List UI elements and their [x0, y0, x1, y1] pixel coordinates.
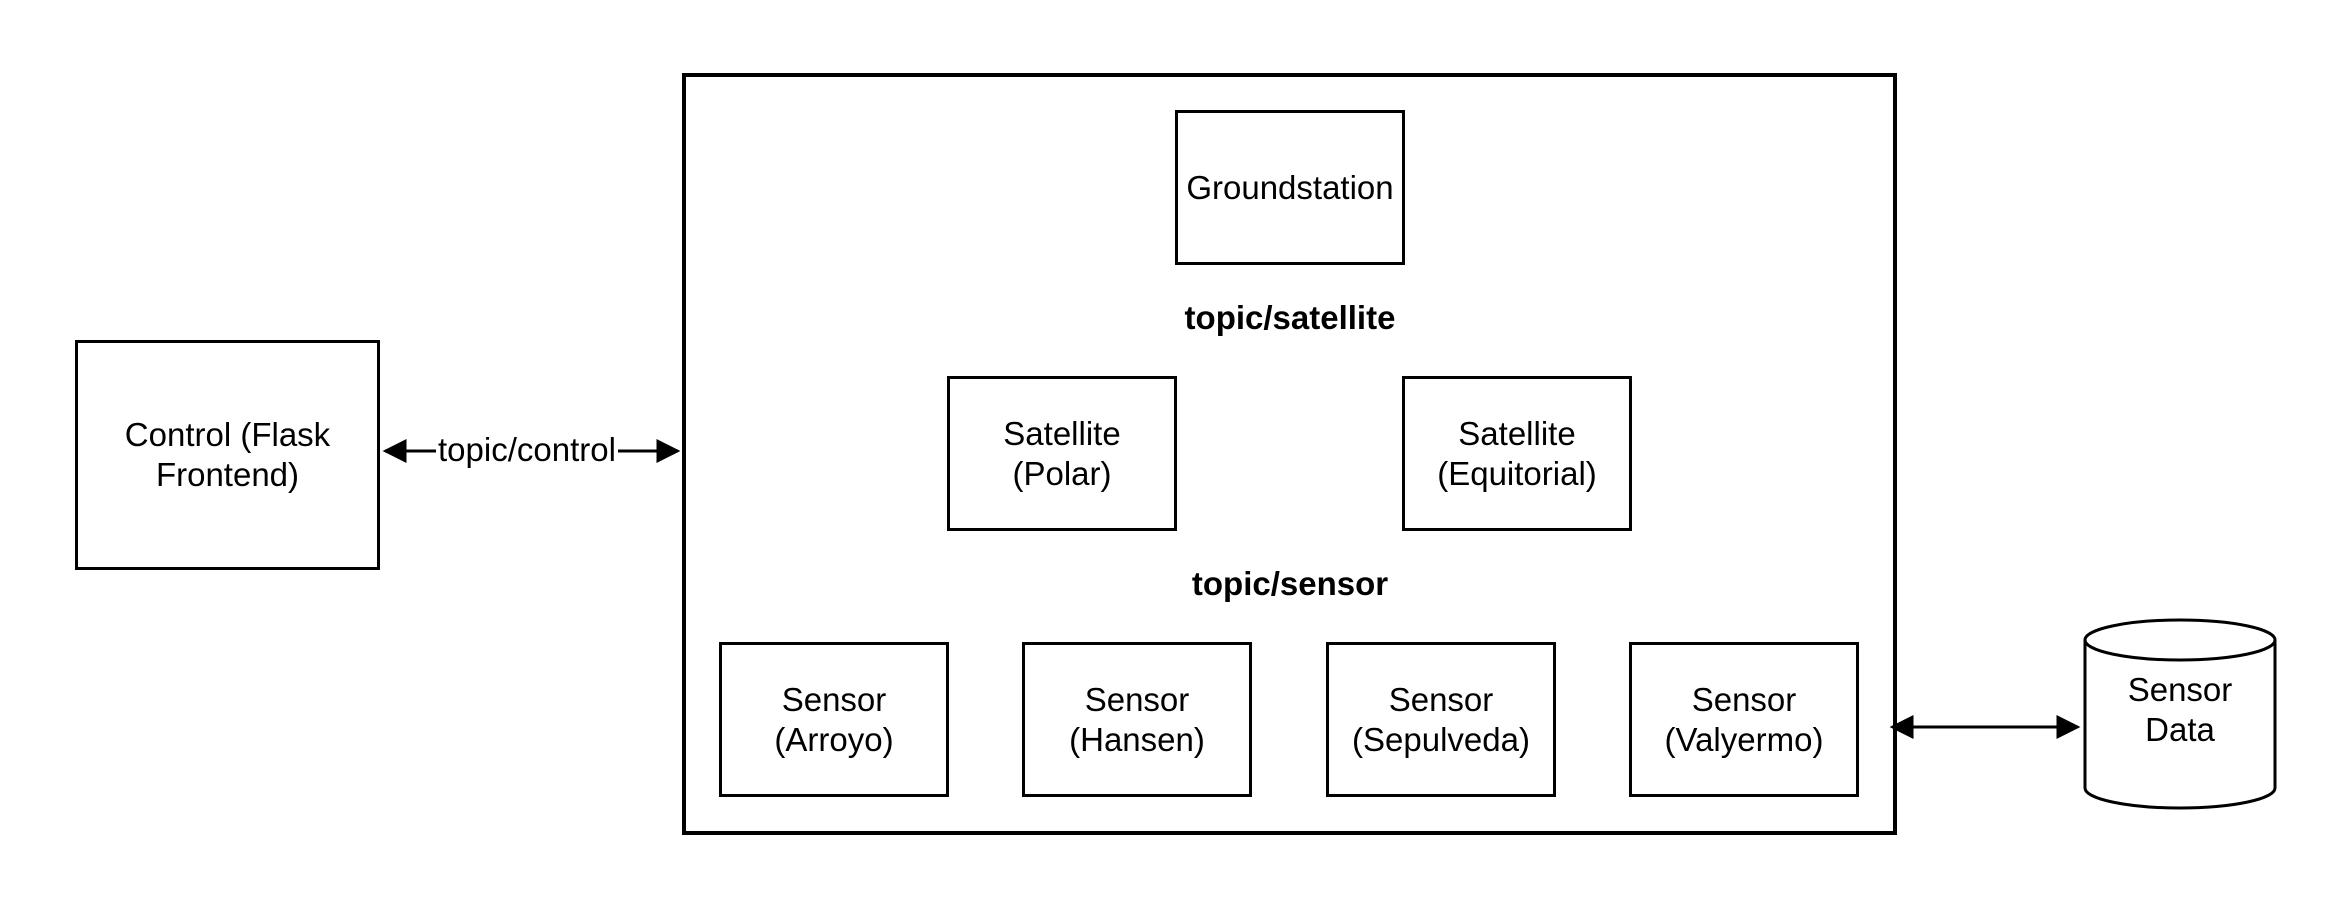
sensor-arroyo-label: Sensor (Arroyo)	[774, 680, 894, 758]
sensor-sepulveda-node[interactable]: Sensor (Sepulveda)	[1326, 642, 1556, 797]
groundstation-node[interactable]: Groundstation	[1175, 110, 1405, 265]
sensor-hansen-node[interactable]: Sensor (Hansen)	[1022, 642, 1252, 797]
topic-satellite-label: topic/satellite	[1184, 299, 1396, 336]
system-container	[682, 73, 1897, 835]
sensor-data-label[interactable]: Sensor Data	[2127, 671, 2233, 748]
sensor-valyermo-label: Sensor (Valyermo)	[1664, 680, 1824, 758]
topic-control-label: topic/control	[436, 430, 618, 470]
sensor-valyermo-node[interactable]: Sensor (Valyermo)	[1629, 642, 1859, 797]
satellite-polar-node[interactable]: Satellite (Polar)	[947, 376, 1177, 531]
satellite-polar-label: Satellite (Polar)	[1003, 414, 1121, 492]
satellite-equitorial-node[interactable]: Satellite (Equitorial)	[1402, 376, 1632, 531]
sensor-arroyo-node[interactable]: Sensor (Arroyo)	[719, 642, 949, 797]
sensor-hansen-label: Sensor (Hansen)	[1069, 680, 1205, 758]
database-cylinder	[2083, 618, 2277, 810]
sensor-sepulveda-label: Sensor (Sepulveda)	[1352, 680, 1530, 758]
control-node[interactable]: Control (Flask Frontend)	[75, 340, 380, 570]
control-node-label: Control (Flask Frontend)	[124, 416, 331, 493]
topic-sensor-label: topic/sensor	[1191, 565, 1389, 602]
satellite-equitorial-label: Satellite (Equitorial)	[1437, 414, 1597, 492]
groundstation-label: Groundstation	[1186, 168, 1394, 206]
